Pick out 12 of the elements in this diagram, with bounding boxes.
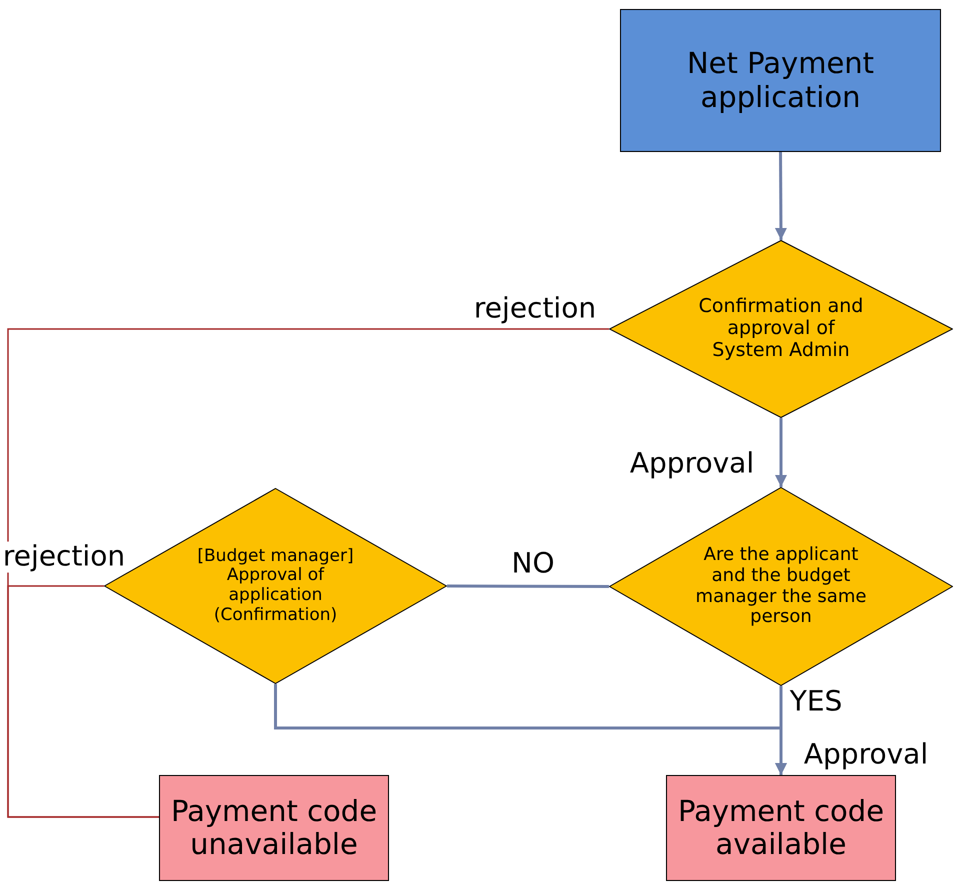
process-box <box>620 9 941 152</box>
process-box <box>159 775 389 881</box>
box-text: Net Payment application <box>686 47 876 114</box>
connector-arrow <box>774 152 787 240</box>
decision-text: Are the applicant and the budget manager the same person <box>694 545 868 628</box>
connector-arrow <box>274 684 787 775</box>
decision-text: [Budget manager] Approval of application (Confirmation) <box>196 546 355 626</box>
process-box <box>666 775 896 881</box>
connector-arrow <box>775 418 787 487</box>
decision-text: Confirmation and approval of System Admin <box>698 296 864 362</box>
box-text: Payment code unavailable <box>170 794 378 862</box>
box-text: Payment code available <box>676 794 886 862</box>
